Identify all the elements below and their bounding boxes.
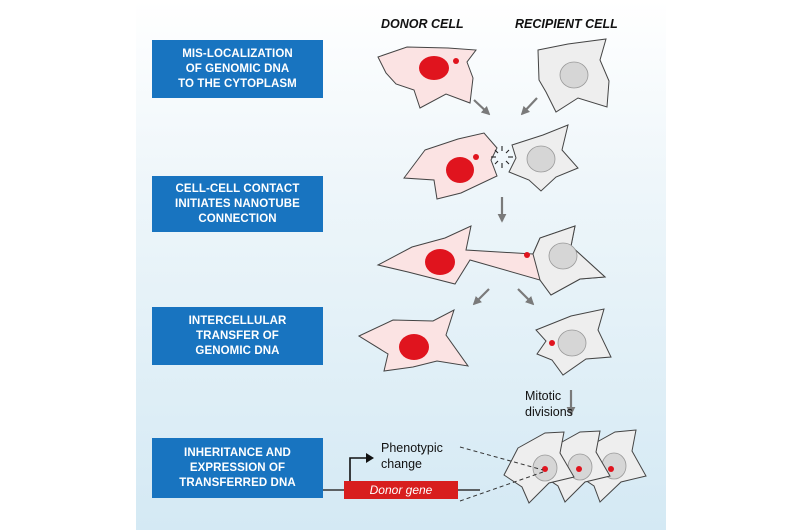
daughter-cells bbox=[503, 429, 647, 504]
contact-spark-icon bbox=[491, 146, 513, 168]
step-label: CELL-CELL CONTACT INITIATES NANOTUBE CON… bbox=[175, 182, 300, 225]
step-label: MIS-LOCALIZATION OF GENOMIC DNA TO THE C… bbox=[178, 47, 297, 90]
step-label: INHERITANCE AND EXPRESSION OF TRANSFERRE… bbox=[179, 446, 296, 489]
recipient-cell-row1 bbox=[537, 38, 610, 113]
zoom-line-top bbox=[459, 446, 544, 471]
recipient-cell-row4 bbox=[535, 308, 612, 376]
phenotypic-change-label: Phenotypic change bbox=[381, 441, 443, 471]
promoter-arrow-icon bbox=[349, 457, 368, 481]
recipient-cell-row2 bbox=[508, 124, 579, 192]
step-box-inheritance: INHERITANCE AND EXPRESSION OF TRANSFERRE… bbox=[152, 438, 323, 498]
mitotic-divisions-label: Mitotic divisions bbox=[525, 389, 573, 419]
donor-cell-header: DONOR CELL bbox=[381, 17, 464, 31]
donor-gene-bar bbox=[344, 481, 458, 499]
step-box-transfer: INTERCELLULAR TRANSFER OF GENOMIC DNA bbox=[152, 307, 323, 365]
step-box-contact: CELL-CELL CONTACT INITIATES NANOTUBE CON… bbox=[152, 176, 323, 232]
recipient-cell-header: RECIPIENT CELL bbox=[515, 17, 618, 31]
arrow-diverge-left bbox=[472, 288, 490, 306]
nanotube-connected-cells bbox=[376, 225, 607, 296]
donor-gene-label: Donor gene bbox=[369, 483, 433, 497]
donor-nucleus bbox=[419, 56, 449, 80]
arrow-converge-left bbox=[473, 99, 491, 116]
step-label: INTERCELLULAR TRANSFER OF GENOMIC DNA bbox=[188, 314, 287, 357]
arrow-converge-right bbox=[520, 97, 538, 116]
donor-cell-row1 bbox=[377, 46, 477, 109]
step-box-mislocalization: MIS-LOCALIZATION OF GENOMIC DNA TO THE C… bbox=[152, 40, 323, 98]
dna-fragment bbox=[453, 58, 459, 64]
donor-cell-row4 bbox=[357, 308, 470, 372]
zoom-line-bottom bbox=[459, 471, 544, 502]
donor-cell-row2 bbox=[403, 132, 498, 200]
arrow-diverge-right bbox=[517, 288, 535, 306]
